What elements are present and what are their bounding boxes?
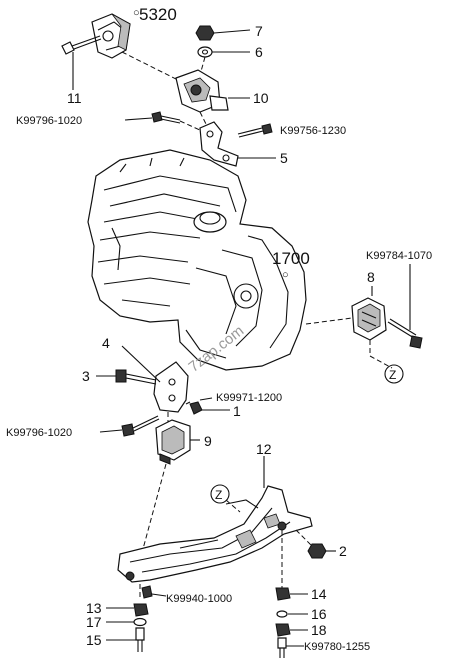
bolt-k99796-upper (151, 111, 181, 124)
nut-7 (195, 25, 215, 41)
leader-k99940 (151, 593, 167, 597)
code-k99971: K99971-1200 (216, 392, 282, 404)
z-mark-right: Z (384, 364, 404, 384)
svg-text:○: ○ (282, 269, 289, 281)
code-k99940: K99940-1000 (166, 593, 232, 605)
z-crossmember-text: Z (215, 488, 222, 502)
callout-4: 4 (102, 335, 110, 351)
callout-6: 6 (255, 44, 263, 60)
callout-10: 10 (253, 90, 269, 106)
leader-k99971 (199, 397, 213, 401)
crossmember-12 (117, 485, 313, 583)
engine-mount-10 (175, 69, 229, 113)
code-k99796-upper: K99796-1020 (16, 115, 82, 127)
bushing-18 (275, 623, 291, 637)
section-5320-text: 5320 (139, 5, 177, 24)
bolt-15 (135, 627, 145, 652)
callout-13: 13 (86, 600, 102, 616)
washer-16 (276, 610, 288, 618)
bushing-13 (133, 603, 149, 617)
dash-mount-bracket (199, 111, 207, 125)
bolt-k99796-lower (121, 415, 160, 437)
washer-6 (197, 46, 213, 58)
engine-gearbox-assembly (87, 149, 307, 371)
leader-4 (121, 345, 161, 383)
section-label-1700: 1700 ○ (272, 249, 310, 281)
dash-mount8-z (369, 340, 393, 369)
bracket-k99940 (141, 585, 153, 599)
leader-k99796-upper (124, 117, 153, 121)
section-1700-text: 1700 (272, 249, 310, 268)
dash-z-crossmember (225, 499, 241, 513)
dash-gearbox-mount8 (305, 317, 353, 325)
leader-k99796-lower (99, 429, 123, 433)
code-k99756: K99756-1230 (280, 125, 346, 137)
upper-mount-bracket (91, 13, 131, 59)
callout-16: 16 (311, 606, 327, 622)
leader-7 (213, 29, 251, 34)
svg-text:○: ○ (133, 7, 140, 19)
bolt-11 (61, 35, 102, 55)
callout-1: 1 (233, 403, 241, 419)
callout-9: 9 (204, 433, 212, 449)
dash-crossmember-nut2 (295, 529, 313, 547)
callout-2: 2 (339, 543, 347, 559)
callout-17: 17 (86, 614, 102, 630)
callout-18: 18 (311, 622, 327, 638)
dash-upper-to-mount (121, 51, 183, 83)
bolt-3 (115, 369, 157, 385)
callout-14: 14 (311, 586, 327, 602)
washer-17 (133, 617, 147, 627)
callout-3: 3 (82, 368, 90, 384)
callout-11: 11 (67, 90, 82, 106)
mount-9 (155, 419, 191, 465)
z-right-text: Z (389, 368, 396, 382)
dash-washer (199, 56, 206, 76)
section-label-5320: ○ 5320 (133, 5, 177, 24)
callout-15: 15 (86, 632, 102, 648)
callout-5: 5 (280, 150, 288, 166)
callout-12: 12 (256, 441, 272, 457)
bracket-4 (153, 361, 189, 413)
code-k99784: K99784-1070 (366, 250, 432, 262)
z-mark-crossmember: Z (210, 484, 230, 504)
bushing-14 (275, 587, 291, 601)
callout-8: 8 (367, 269, 375, 285)
dash-mount9-crossmember (139, 463, 167, 561)
dash-bolt-upper (179, 120, 203, 132)
mount-8 (351, 297, 387, 341)
callout-7: 7 (255, 23, 263, 39)
bolt-k99784 (387, 318, 423, 349)
code-k99780: K99780-1255 (304, 641, 370, 653)
nut-1 (185, 401, 203, 415)
bolt-k99780 (277, 637, 287, 658)
bolt-k99756 (237, 123, 273, 138)
nut-2 (307, 543, 327, 559)
bracket-5 (199, 121, 239, 167)
code-k99796-lower: K99796-1020 (6, 427, 72, 439)
